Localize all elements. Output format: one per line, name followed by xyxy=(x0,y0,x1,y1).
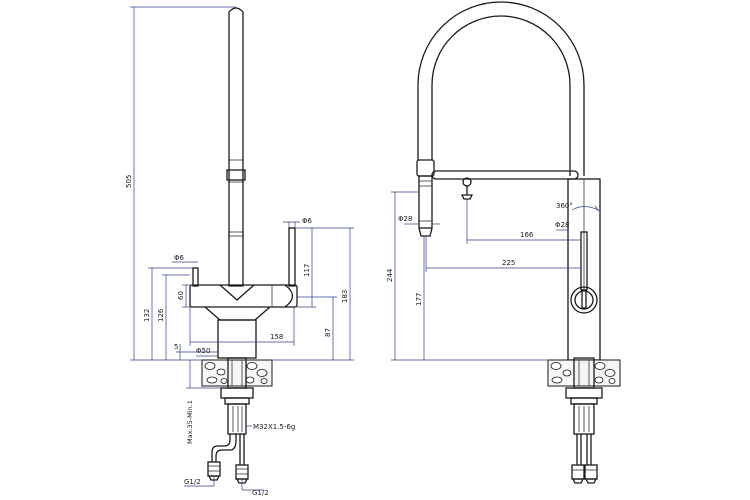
dim-thread: M32X1.5-6g xyxy=(253,423,295,431)
spray-head xyxy=(416,159,435,237)
countertop-left xyxy=(201,357,273,389)
dim-158: 158 xyxy=(270,333,283,341)
dim-phi50: Φ50 xyxy=(196,347,210,355)
dim-g12-b: G1/2 xyxy=(252,489,269,497)
dim-phi28-spray: Φ28 xyxy=(398,215,412,223)
dim-87: 87 xyxy=(324,328,332,337)
left-dimension-labels: 505 132 126 60 5 Φ6 Φ6 117 183 87 158 Φ5… xyxy=(125,175,349,497)
spout-tube xyxy=(226,7,246,287)
dim-phi28-column: Φ28 xyxy=(555,221,569,229)
dim-132: 132 xyxy=(143,309,151,322)
dim-g12-a: G1/2 xyxy=(184,478,201,486)
dim-126: 126 xyxy=(157,308,165,322)
mounting-shank-right xyxy=(565,387,603,484)
left-view: 505 132 126 60 5 Φ6 Φ6 117 183 87 158 Φ5… xyxy=(125,6,354,497)
dim-5: 5 xyxy=(174,343,178,351)
dim-177: 177 xyxy=(415,293,423,306)
dim-117: 117 xyxy=(303,264,311,277)
dim-183: 183 xyxy=(341,290,349,303)
right-dimension-labels: Φ28 360° Φ28 166 225 244 177 xyxy=(386,202,573,306)
dim-phi6-left: Φ6 xyxy=(174,254,185,262)
right-dimensions xyxy=(391,191,600,361)
dim-505: 505 xyxy=(125,175,133,188)
holder-arm xyxy=(431,170,579,200)
dim-max35-min1: Max.35-Min.1 xyxy=(186,400,194,444)
left-dimensions xyxy=(130,6,354,491)
dim-60: 60 xyxy=(177,291,185,300)
mounting-shank-left xyxy=(207,387,254,484)
dim-225: 225 xyxy=(502,259,515,267)
handle-rod xyxy=(288,227,296,287)
dim-phi6-top: Φ6 xyxy=(302,217,313,225)
dim-244: 244 xyxy=(386,268,394,282)
countertop-right xyxy=(547,357,621,389)
lever-pin xyxy=(192,267,199,287)
right-view: Φ28 360° Φ28 166 225 244 177 xyxy=(386,1,621,484)
dim-360: 360° xyxy=(556,202,573,210)
gooseneck-arch xyxy=(417,1,585,176)
dim-166: 166 xyxy=(520,231,534,239)
mixer-body xyxy=(189,284,298,359)
